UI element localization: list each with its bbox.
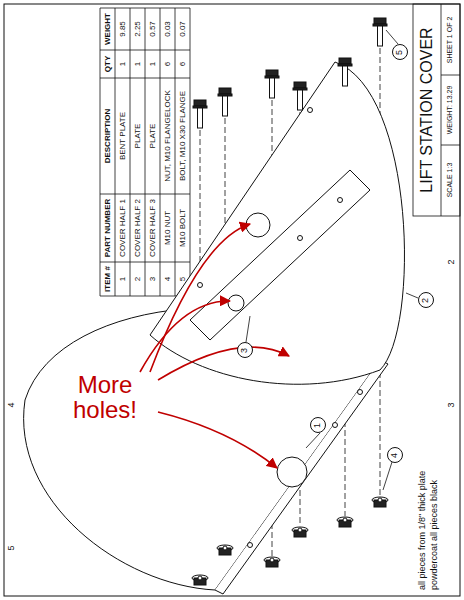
note-text: powdercoat all pieces black (430, 480, 440, 590)
red-annotation-arrows (140, 224, 289, 468)
cover-half-2 (150, 62, 404, 384)
table-cell: M10 NUT (163, 211, 172, 245)
table-cell: PLATE (148, 124, 157, 149)
table-cell: PLATE (133, 124, 142, 149)
callout-number: 1 (313, 422, 322, 427)
leader-lines (246, 30, 418, 490)
table-cell: M10 BOLT (178, 209, 187, 247)
callout-number: 5 (395, 49, 404, 54)
table-cell: 5 (178, 277, 187, 281)
zone-number: 5 (7, 545, 17, 550)
table-header: ITEM # (103, 266, 112, 292)
table-cell: 2.25 (133, 21, 142, 37)
callout-balloon: 5 (392, 44, 408, 60)
table-cell: 1 (133, 62, 142, 66)
drawing-title: LIFT STATION COVER (418, 27, 436, 192)
drawing-frame (4, 4, 460, 596)
table-cell: 1 (118, 62, 127, 66)
note-text: all pieces from 1/8" thick plate (418, 471, 428, 590)
table-cell: 4 (163, 277, 172, 281)
table-cell: 0.57 (148, 21, 157, 37)
bom-table-grid (100, 8, 190, 296)
table-cell: 9.85 (118, 21, 127, 37)
red-annotation: More holes! (55, 372, 155, 422)
table-cell: BOLT, M10 X30 FLANGE (178, 91, 187, 181)
table-cell: 6 (178, 62, 187, 66)
table-header: QTY (103, 56, 112, 72)
table-cell: 1 (118, 277, 127, 281)
table-header: PART NUMBER (103, 199, 112, 258)
scale-text: SCALE 1:3 (446, 163, 454, 198)
table-cell: 1 (148, 62, 157, 66)
table-cell: NUT, M10 FLANGELOCK (163, 90, 172, 182)
callout-number: 4 (390, 452, 399, 457)
sheet-text: SHEET 1 OF 2 (446, 17, 454, 64)
table-cell: BENT PLATE (118, 112, 127, 160)
table-cell: 3 (148, 277, 157, 281)
table-cell: COVER HALF 2 (133, 199, 142, 257)
table-cell: 2 (133, 277, 142, 281)
table-cell: COVER HALF 3 (148, 199, 157, 257)
callout-number: 2 (421, 297, 430, 302)
weight-text: WEIGHT: 13.29 (446, 86, 454, 135)
zone-number: 4 (7, 402, 17, 407)
zone-number: 3 (447, 402, 457, 407)
title-block (413, 4, 460, 216)
table-header: DESCRIPTION (103, 109, 112, 164)
callout-balloon: 2 (418, 292, 434, 308)
callout-balloon: 4 (387, 447, 403, 463)
cover-half-3 (190, 170, 370, 340)
table-cell: 6 (163, 62, 172, 66)
table-cell: 0.03 (163, 21, 172, 37)
zone-number: 2 (447, 259, 457, 264)
table-header: WEIGHT (103, 13, 112, 45)
table-cell: 0.07 (178, 21, 187, 37)
table-cell: COVER HALF 1 (118, 199, 127, 257)
callout-number: 3 (240, 347, 249, 352)
callout-balloon: 3 (237, 342, 253, 358)
callout-balloon: 1 (310, 417, 326, 433)
